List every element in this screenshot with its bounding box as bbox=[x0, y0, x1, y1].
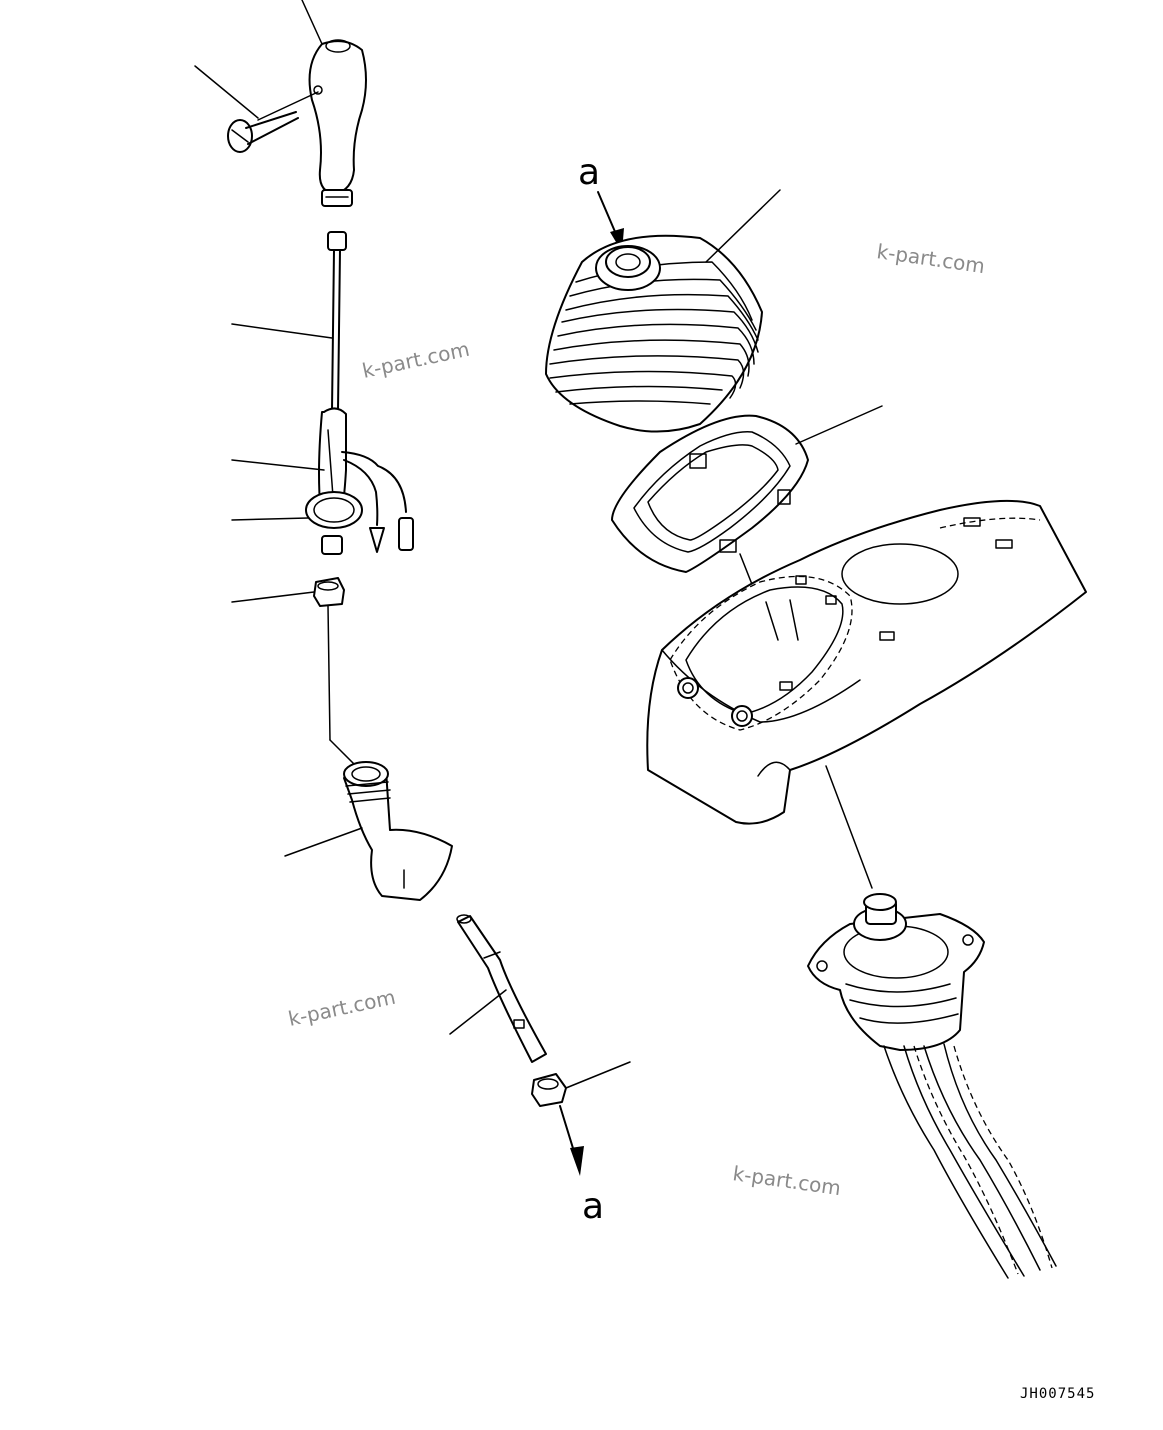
lever-nut bbox=[313, 577, 345, 607]
bottom-nut bbox=[531, 1073, 567, 1107]
boot-frame bbox=[611, 414, 809, 573]
threaded-socket bbox=[343, 761, 453, 901]
axis-console-to-valve bbox=[825, 765, 873, 889]
lever-rod bbox=[305, 231, 414, 555]
leader-switch bbox=[231, 459, 325, 471]
leader-bottom-nut bbox=[565, 1061, 631, 1089]
leader-screw-hole bbox=[257, 91, 319, 121]
leader-boot bbox=[705, 189, 781, 263]
watermark-2: k-part.com bbox=[360, 337, 472, 383]
leader-socket bbox=[284, 827, 363, 857]
leader-rod bbox=[231, 323, 333, 339]
ppc-valve bbox=[807, 893, 985, 1051]
bent-rod bbox=[456, 914, 547, 1063]
watermark-1: k-part.com bbox=[875, 239, 986, 278]
leader-screw bbox=[194, 65, 259, 119]
axis-nut-to-socket bbox=[327, 605, 331, 741]
hoses bbox=[883, 1043, 1057, 1279]
console bbox=[646, 499, 1087, 825]
callout-a-bottom: a bbox=[582, 1186, 604, 1227]
grip-screw bbox=[227, 111, 299, 153]
lever-grip bbox=[308, 39, 367, 207]
leader-frame bbox=[795, 405, 883, 445]
leader-ring bbox=[231, 517, 309, 521]
callout-a-top: a bbox=[578, 152, 600, 193]
watermark-4: k-part.com bbox=[731, 1161, 842, 1200]
leader-grip bbox=[301, 0, 323, 45]
watermark-3: k-part.com bbox=[286, 985, 398, 1031]
arrow-to-callout-bottom bbox=[559, 1105, 584, 1176]
drawing-code: JH007545 bbox=[1020, 1386, 1095, 1402]
leader-nut bbox=[231, 591, 315, 603]
leader-bent-rod bbox=[449, 989, 507, 1035]
rubber-boot bbox=[545, 234, 763, 433]
